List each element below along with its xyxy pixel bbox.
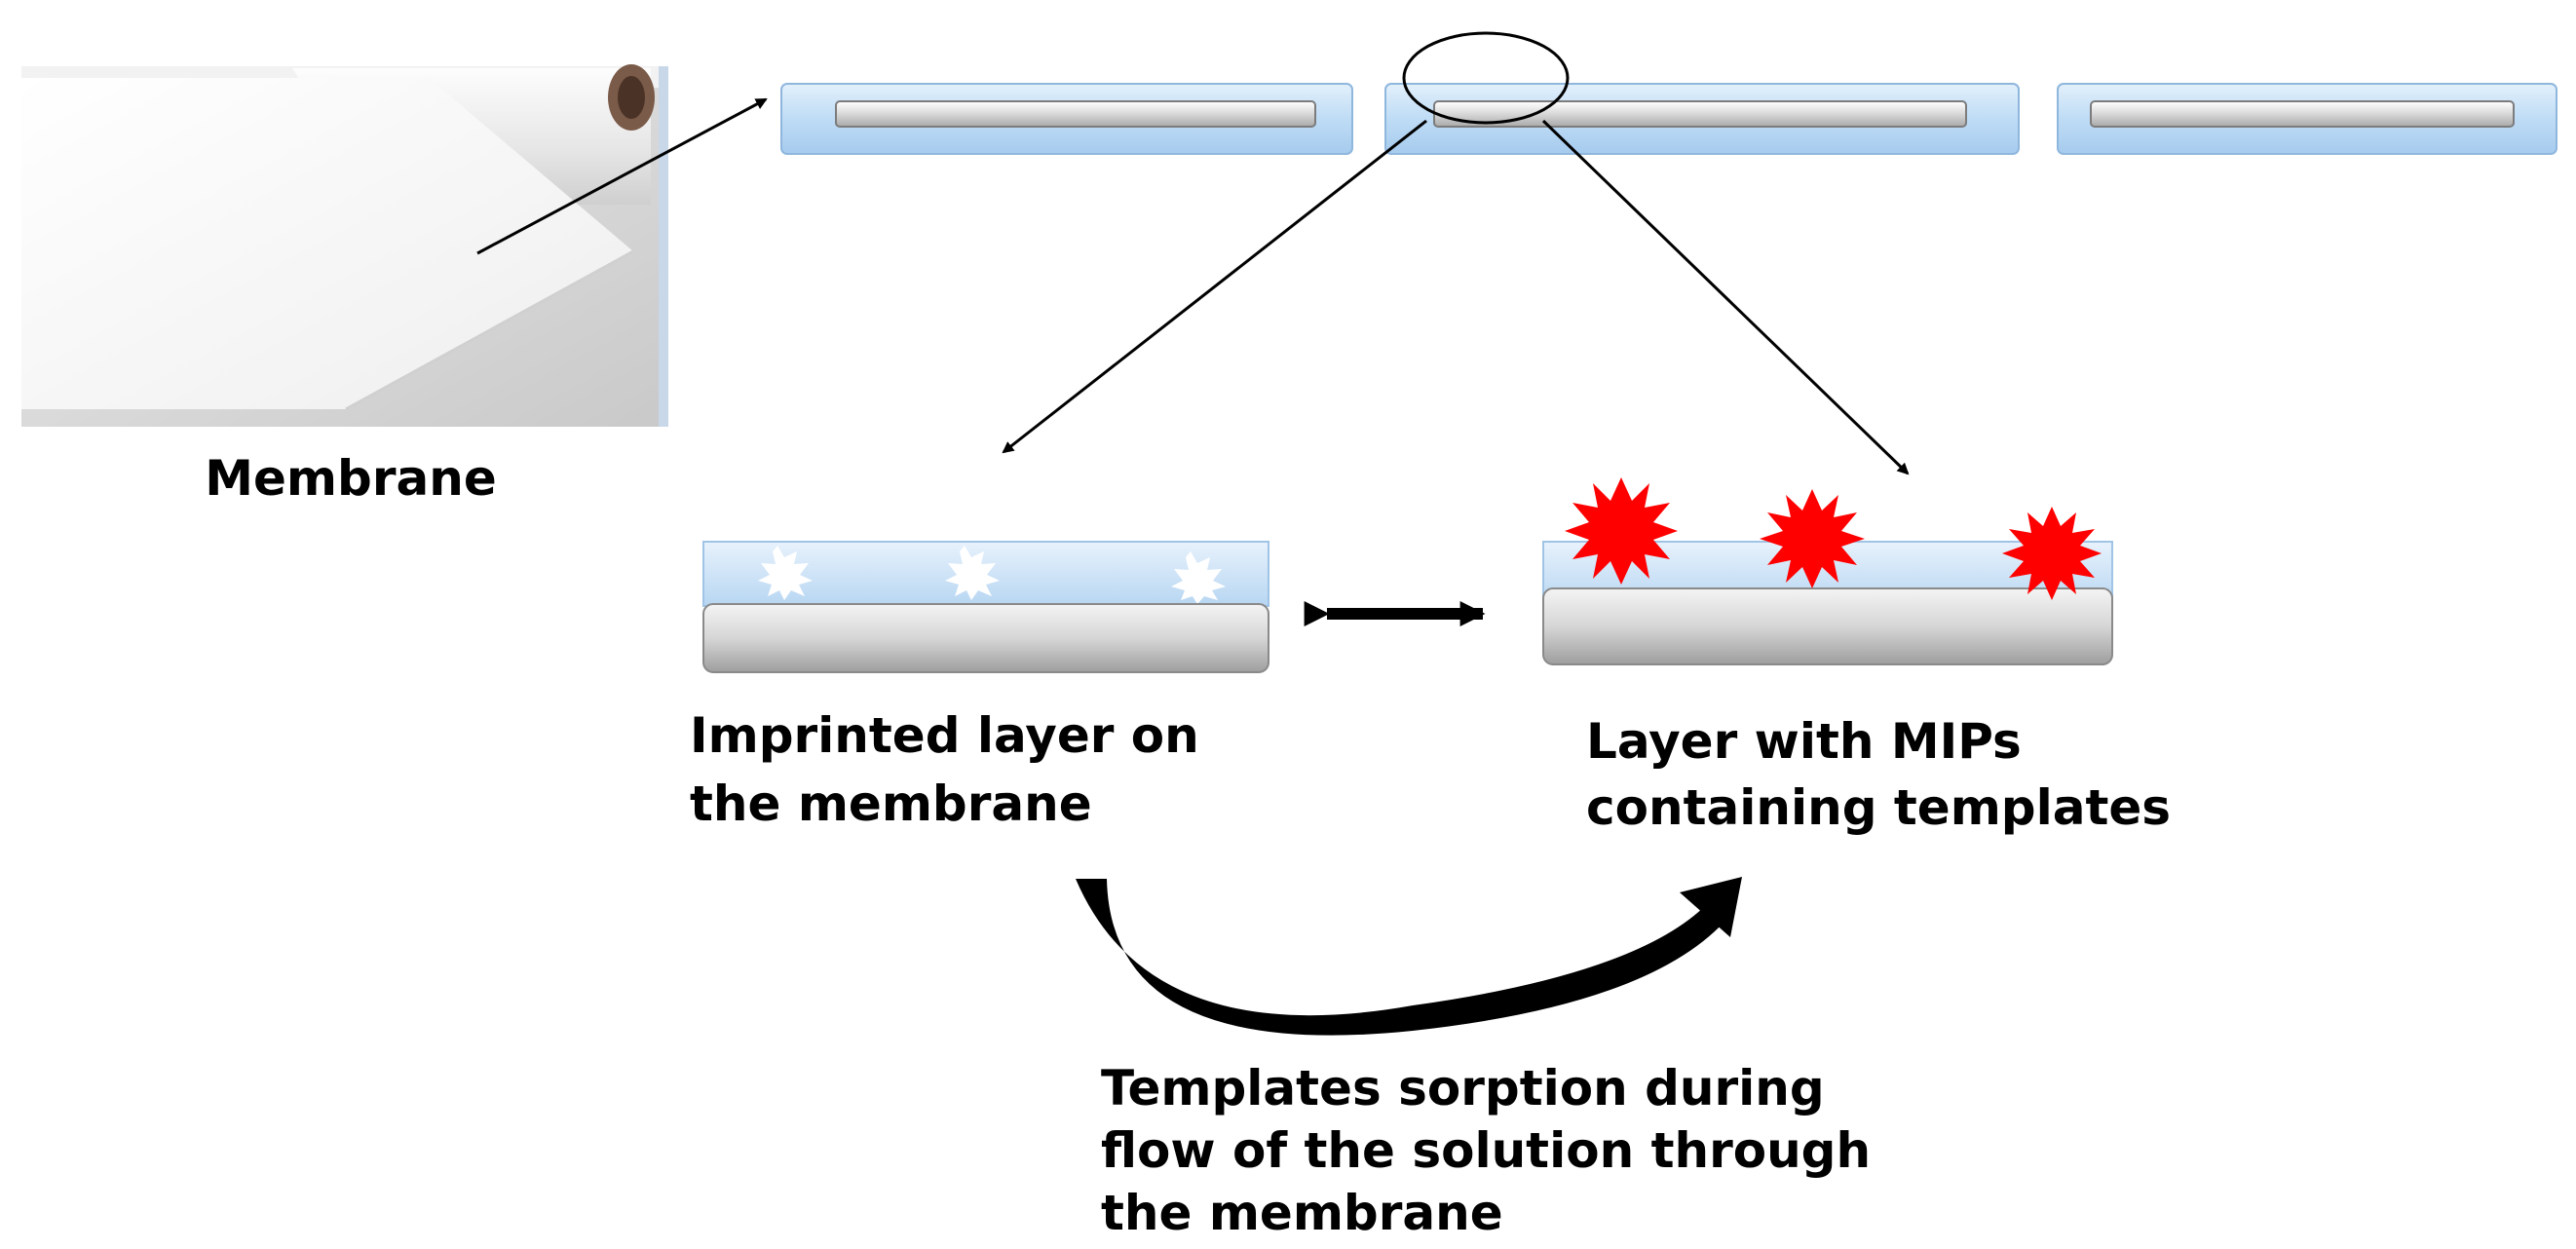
mips-label-line1: Layer with MIPs xyxy=(1586,713,2022,770)
sorption-label-line2: flow of the solution through xyxy=(1101,1122,1871,1179)
template-starburst-icon xyxy=(2002,507,2102,600)
imprinted-label-line2: the membrane xyxy=(690,776,1092,832)
membrane-photo xyxy=(21,64,668,427)
mips-layer-cross-section xyxy=(1542,477,2113,665)
cavity-icon xyxy=(758,546,813,600)
sorption-label-line1: Templates sorption during xyxy=(1101,1060,1825,1117)
photo-to-strip-arrow xyxy=(476,97,768,255)
zoom-arrow-left xyxy=(1002,119,1427,454)
membrane-label: Membrane xyxy=(205,450,496,507)
imprinted-layer-cross-section xyxy=(702,541,1269,673)
cavity-icon xyxy=(945,546,1000,600)
sorption-curved-arrow xyxy=(1076,877,1742,1036)
membrane-strip-1 xyxy=(780,83,1353,155)
cavity-icon xyxy=(1171,551,1226,604)
membrane-strip-2 xyxy=(1384,83,2020,155)
zoom-circle xyxy=(1402,31,1570,125)
membrane-strip-3 xyxy=(2057,83,2557,155)
imprinted-label-line1: Imprinted layer on xyxy=(690,707,1199,764)
sorption-label-line3: the membrane xyxy=(1101,1185,1503,1241)
template-starburst-icon xyxy=(1760,489,1865,588)
mips-label-line2: containing templates xyxy=(1586,779,2171,836)
template-starburst-icon xyxy=(1565,477,1678,585)
zoom-arrow-right xyxy=(1541,119,1910,475)
